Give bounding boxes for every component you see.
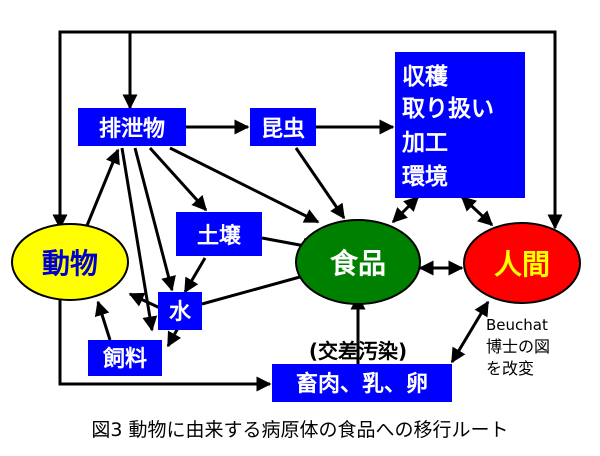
arrow-excreta-to-feed [120,147,158,332]
node-harvest-line-4: 環境 [402,163,448,190]
node-feed-label: 飼料 [102,346,147,372]
arrow-animals-to-livestock [58,296,272,392]
arrow-feed-to-animals [94,300,112,341]
node-water: 水 [158,292,202,330]
figure-caption: 図3 動物に由来する病原体の食品への移行ルート [91,419,508,441]
top-loop-line [52,30,563,230]
node-harvest-line-3: 加工 [401,130,448,156]
node-water-label: 水 [169,300,192,325]
arrow-water-to-feed [166,327,182,348]
node-food-label: 食品 [330,247,386,280]
attribution-line-1: Beuchat [486,316,548,334]
arrow-insects-to-food [294,147,346,220]
node-animals-label: 動物 [42,247,98,280]
node-humans-label: 人間 [494,248,550,281]
node-soil: 土壌 [176,212,262,256]
arrow-food-harvest [391,195,420,224]
node-food: 食品 [295,219,421,305]
arrow-water-to-animals [128,292,161,310]
arrow-humans-livestock [450,300,490,364]
arrow-harvest-humans [460,195,494,227]
node-excreta-label: 排泄物 [99,116,165,142]
node-livestock-label: 畜肉、乳、卵 [296,371,428,397]
arrow-water-to-food [201,268,320,306]
node-humans: 人間 [463,222,581,304]
attribution-line-2: 博士の図 [486,337,550,356]
node-insects: 昆虫 [250,108,316,146]
node-animals: 動物 [11,223,129,301]
connector-arrows [52,30,563,392]
arrow-excreta-to-food [169,146,320,224]
node-livestock: 畜肉、乳、卵 [272,364,452,402]
node-insects-label: 昆虫 [261,116,305,142]
arrow-excreta-to-water [133,147,176,292]
cross-contamination-label: (交差汚染) [309,339,407,363]
node-excreta: 排泄物 [78,108,186,146]
node-harvest: 収穫 取り扱い 加工 環境 [395,52,525,198]
node-soil-label: 土壌 [197,223,242,249]
arrow-excreta-to-soil [148,146,208,212]
arrow-soil-to-water [183,257,207,294]
attribution-note: Beuchat 博士の図 を改変 [486,316,550,378]
attribution-line-3: を改変 [486,359,534,378]
node-harvest-line-2: 取り扱い [402,96,494,122]
node-feed: 飼料 [88,340,162,376]
arrow-animals-to-excreta [84,148,120,229]
node-harvest-line-1: 収穫 [402,63,448,90]
